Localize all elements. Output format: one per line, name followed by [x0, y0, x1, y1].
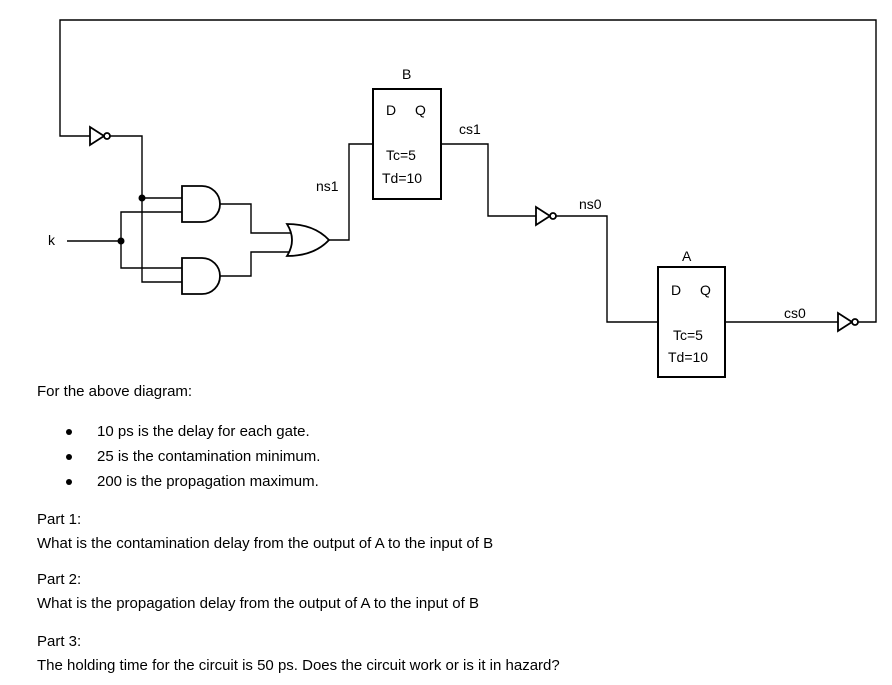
feedback-wire: [59, 19, 877, 323]
bullet-icon: [66, 454, 72, 460]
inverter-middle-bubble: [549, 212, 557, 220]
list-item: 10 ps is the delay for each gate.: [62, 422, 320, 447]
ns1-label: ns1: [316, 178, 339, 194]
flipflop-b-tc: Tc=5: [386, 147, 416, 163]
list-item: 25 is the contamination minimum.: [62, 447, 320, 472]
list-item: 200 is the propagation maximum.: [62, 472, 320, 497]
inverter-right: [837, 311, 854, 333]
inverter-top-left: [89, 125, 106, 147]
inverter-middle: [535, 205, 552, 227]
bullet-icon: [66, 429, 72, 435]
cs0-label: cs0: [784, 305, 806, 321]
part-1-title: Part 1:: [37, 511, 82, 528]
or-gate: [285, 223, 331, 257]
part-2: Part 2: What is the propagation delay fr…: [37, 568, 479, 616]
flipflop-b: [372, 88, 442, 200]
part-3-title: Part 3:: [37, 633, 82, 650]
cs1-wire: [441, 143, 536, 217]
k-label: k: [48, 232, 56, 248]
flipflop-a-name: A: [682, 248, 692, 264]
inverter-top-left-bubble: [103, 132, 111, 140]
flipflop-a-td: Td=10: [668, 349, 708, 365]
bullet-icon: [66, 479, 72, 485]
part-1-question: What is the contamination delay from the…: [37, 535, 494, 552]
part-3: Part 3: The holding time for the circuit…: [37, 630, 560, 678]
inv-out-wire: [110, 135, 182, 283]
cs1-label: cs1: [459, 121, 481, 137]
ns0-label: ns0: [579, 196, 602, 212]
and-gate-top: [181, 185, 221, 223]
flipflop-a-tc: Tc=5: [673, 327, 703, 343]
part-3-question: The holding time for the circuit is 50 p…: [37, 657, 560, 674]
part-1: Part 1: What is the contamination delay …: [37, 508, 493, 556]
and-gate-bottom: [181, 257, 221, 295]
flipflop-b-name: B: [402, 66, 411, 82]
part-2-question: What is the propagation delay from the o…: [37, 595, 479, 612]
inverter-right-bubble: [851, 318, 859, 326]
flipflop-b-d: D: [386, 102, 396, 118]
ns0-wire: [556, 215, 658, 323]
circuit-diagram: k ns1 B D Q Tc=5 Td=10 cs1 ns0 A D Q Tc=…: [48, 19, 877, 378]
part-2-title: Part 2:: [37, 571, 82, 588]
junction-dot-inv: [138, 194, 146, 202]
flipflop-a-d: D: [671, 282, 681, 298]
flipflop-b-q: Q: [415, 102, 426, 118]
intro-text: For the above diagram:: [37, 383, 193, 400]
flipflop-a-q: Q: [700, 282, 711, 298]
flipflop-b-td: Td=10: [382, 170, 422, 186]
bullet-list: 10 ps is the delay for each gate. 25 is …: [62, 422, 320, 497]
